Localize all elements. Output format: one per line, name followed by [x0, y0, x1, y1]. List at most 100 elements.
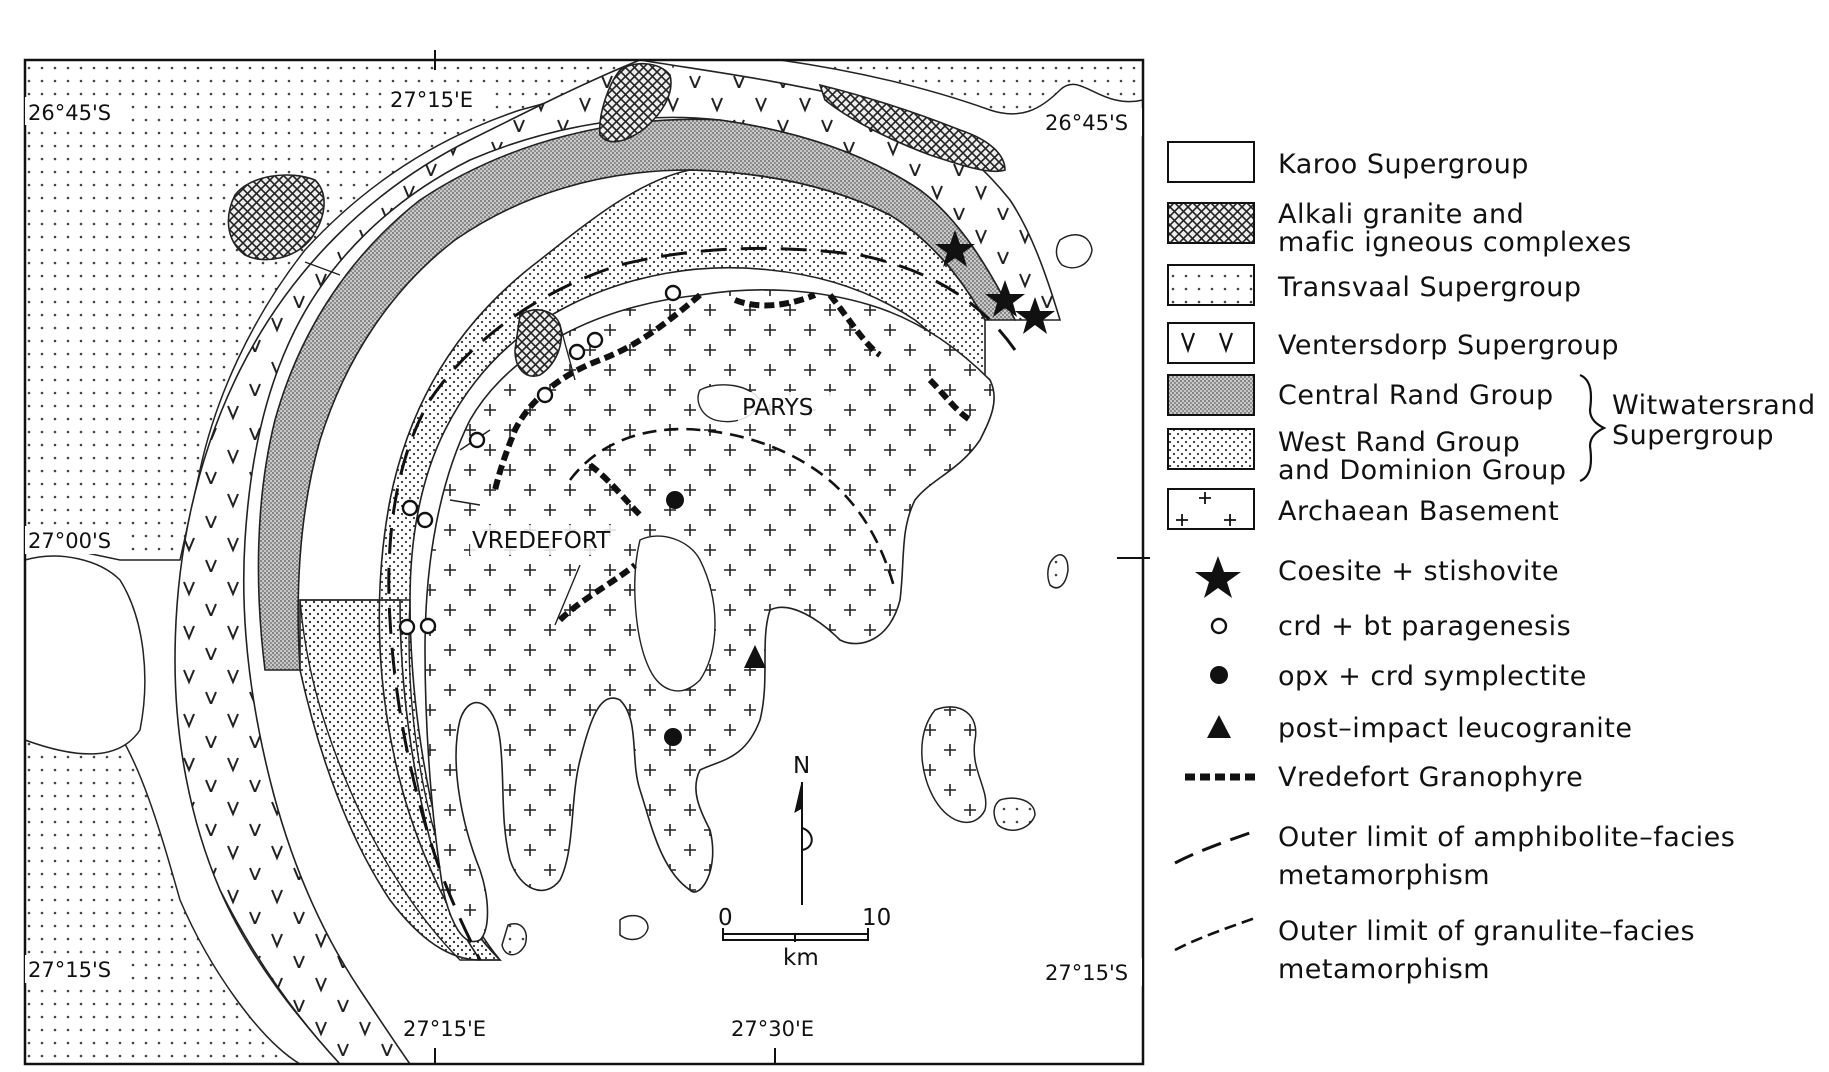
legend-bracket-label-line2: Supergroup	[1612, 420, 1774, 451]
legend-label-leucogranite: post–impact leucogranite	[1278, 713, 1633, 744]
scale-bar-line	[722, 928, 869, 942]
legend-label-granulite: Outer limit of granulite–facies	[1278, 916, 1695, 947]
map-outlier-east-2	[1047, 554, 1069, 589]
legend-label-ventersdorp: Ventersdorp Supergroup	[1278, 330, 1619, 361]
legend-swatch-central-rand	[1167, 374, 1255, 416]
lon-label-top: 27°15'E	[390, 88, 473, 112]
star-marker	[935, 230, 975, 267]
filled-circle-marker	[664, 728, 682, 746]
north-arrow-loop	[801, 827, 813, 851]
legend-symbol-granulite-line	[1174, 915, 1259, 952]
map-transvaal-northeast	[779, 59, 1144, 115]
open-circle-marker	[468, 431, 486, 449]
place-label-parys: PARYS	[742, 395, 813, 421]
north-arrow-label: N	[793, 753, 810, 779]
legend-label-crd-bt: crd + bt paragenesis	[1278, 611, 1571, 642]
legend-label-amphibolite-line2: metamorphism	[1278, 860, 1490, 891]
lat-label-top-left: 26°45'S	[28, 101, 111, 125]
map-karoo-south-embayment	[634, 535, 716, 692]
legend-bracket-label: Witwatersrand	[1612, 390, 1816, 421]
map-alkali-complex-inner	[514, 309, 562, 377]
legend-symbol-amphibolite-line	[1174, 828, 1259, 865]
map-ticks	[434, 50, 1150, 1064]
legend-label-west-rand: West Rand Group	[1278, 427, 1520, 458]
open-circle-marker	[419, 617, 437, 635]
open-circle-marker	[664, 284, 682, 302]
legend-brace	[1579, 373, 1607, 483]
legend-label-central-rand: Central Rand Group	[1278, 380, 1554, 411]
north-arrow-head	[794, 781, 803, 814]
map-leucogranite-triangle	[744, 645, 766, 668]
legend-label-opx-crd: opx + crd symplectite	[1278, 661, 1587, 692]
open-circle-marker	[416, 511, 434, 529]
map-alkali-complex-north	[598, 62, 672, 143]
legend-label-amphibolite: Outer limit of amphibolite–facies	[1278, 822, 1735, 853]
map-karoo-west	[24, 555, 146, 755]
map-outlier-southeast	[921, 706, 987, 824]
scale-bar: 0 10 km	[718, 905, 891, 971]
legend-label-archaean: Archaean Basement	[1278, 496, 1559, 527]
legend: Karoo Supergroup Alkali granite and mafi…	[1167, 141, 1816, 985]
scale-bar-start-label: 0	[718, 905, 733, 931]
map-coesite-stars	[935, 230, 1055, 334]
map-granophyre-dyke-1	[492, 292, 702, 491]
map-opx-crd-dots	[664, 491, 684, 746]
lat-label-bottom-left: 27°15'S	[28, 958, 111, 982]
open-circle-marker	[568, 343, 586, 361]
map-coordinate-labels: 26°45'S 27°15'E 26°45'S 27°00'S 27°15'S …	[25, 85, 1142, 1041]
filled-circle-marker	[666, 491, 684, 509]
lat-label-top-right: 26°45'S	[1045, 111, 1128, 135]
map-granophyre-dyke-4	[557, 562, 637, 623]
lon-label-bottom-left: 27°15'E	[403, 1017, 486, 1041]
open-circle-marker	[401, 499, 419, 517]
legend-swatch-karoo	[1167, 141, 1255, 183]
lat-label-bottom-right: 27°15'S	[1045, 961, 1128, 985]
legend-symbol-open-circle	[1210, 617, 1228, 635]
star-marker	[1015, 297, 1055, 334]
map-amphibolite-limit-line	[387, 246, 1017, 961]
open-circle-marker	[536, 386, 554, 404]
scale-bar-unit-label: km	[783, 945, 819, 971]
legend-label-granophyre: Vredefort Granophyre	[1278, 762, 1583, 793]
map-alkali-complex-northwest	[227, 174, 325, 261]
legend-swatch-archaean	[1167, 488, 1255, 530]
legend-label-alkali: Alkali granite and	[1278, 199, 1524, 230]
legend-swatch-transvaal	[1167, 264, 1255, 306]
scale-bar-end-label: 10	[862, 905, 891, 931]
map-outlier-southwest	[501, 923, 527, 956]
star-marker	[985, 280, 1025, 317]
map-alkali-complex-northeast	[818, 83, 1006, 173]
map-west-rand-outer-strip	[299, 599, 502, 961]
legend-swatch-ventersdorp-v	[1180, 332, 1234, 354]
open-circle-marker	[398, 618, 416, 636]
legend-swatch-ventersdorp	[1167, 322, 1255, 364]
legend-label-granulite-line2: metamorphism	[1278, 954, 1490, 985]
legend-swatch-alkali	[1167, 202, 1255, 244]
legend-symbol-filled-circle	[1210, 666, 1228, 684]
map-outlier-southeast-2	[993, 797, 1036, 831]
map-outlier-south	[619, 914, 649, 941]
map-granophyre-dyke-2	[733, 292, 972, 423]
map-outlier-east-1	[1055, 234, 1093, 269]
legend-label-alkali-line2: mafic igneous complexes	[1278, 227, 1632, 258]
north-arrow: N	[793, 753, 813, 905]
legend-symbol-star	[1195, 556, 1241, 598]
map-area: 26°45'S 27°15'E 26°45'S 27°00'S 27°15'S …	[23, 50, 1150, 1066]
legend-swatch-archaean-crosses	[1176, 492, 1236, 526]
map-granophyre-dyke-3	[588, 462, 643, 518]
lat-label-mid-left: 27°00'S	[28, 529, 111, 553]
lon-label-bottom-mid: 27°30'E	[731, 1017, 814, 1041]
place-label-vredefort: VREDEFORT	[472, 528, 611, 554]
legend-label-coesite: Coesite + stishovite	[1278, 556, 1559, 587]
map-crd-bt-circles	[398, 284, 682, 636]
legend-symbol-triangle	[1207, 715, 1231, 738]
legend-swatch-west-rand	[1167, 428, 1255, 470]
open-circle-marker	[586, 331, 604, 349]
legend-label-transvaal: Transvaal Supergroup	[1277, 272, 1582, 303]
map-frame-border	[23, 58, 1145, 1066]
legend-label-karoo: Karoo Supergroup	[1278, 149, 1529, 180]
legend-label-west-rand-line2: and Dominion Group	[1278, 455, 1567, 486]
map-granulite-limit-line	[568, 427, 897, 591]
